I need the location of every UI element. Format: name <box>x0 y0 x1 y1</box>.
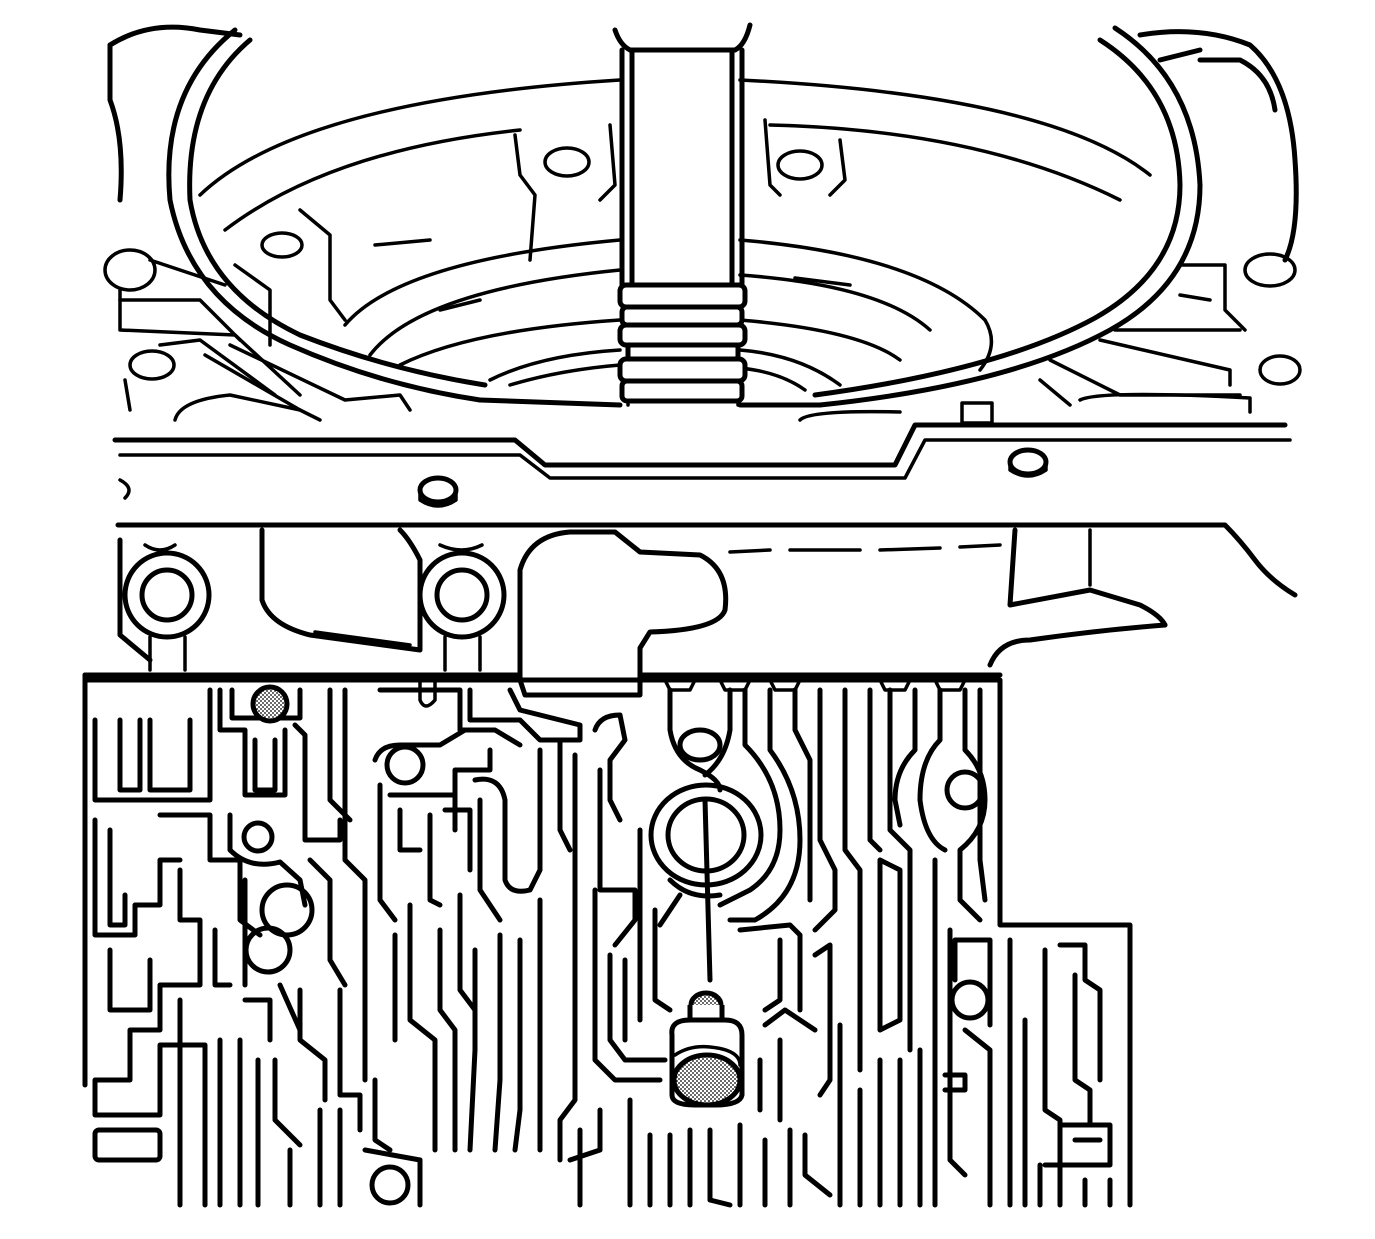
separator-plate <box>117 527 1168 698</box>
flange-bolt-hole <box>1007 447 1049 478</box>
tool-shaft <box>612 22 753 407</box>
valve-body <box>82 672 1133 1208</box>
bell-housing <box>103 24 1302 480</box>
case-flange <box>115 447 1298 598</box>
plug <box>669 990 745 1108</box>
shaft-grooves <box>617 282 748 407</box>
check-ball <box>229 684 303 724</box>
flange-bolt-hole <box>417 475 459 508</box>
screen-filter <box>517 529 729 698</box>
